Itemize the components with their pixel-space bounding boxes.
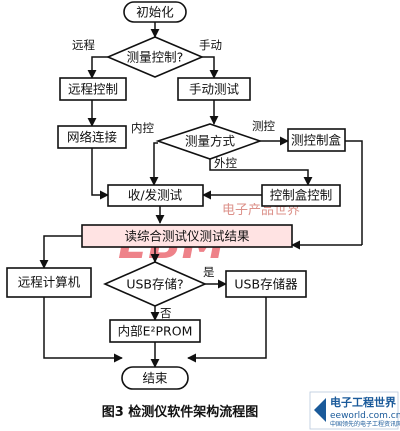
node-box-control-label: 控制盒控制: [270, 188, 333, 203]
edge-measure-to-remote: [87, 56, 108, 79]
node-init-label: 初始化: [136, 5, 174, 20]
node-internal-eprom: 内部E²PROM: [109, 319, 201, 343]
edge-read-to-remote-computer: [39, 235, 82, 269]
node-remote-control-label: 远程控制: [68, 82, 118, 97]
node-read-results-label: 读综合测试仪测试结果: [124, 229, 250, 244]
edge-network-to-test: [91, 148, 109, 200]
edge-mode-inner-to-test: [149, 142, 159, 186]
node-usb-storage-question-label: USB存储?: [126, 277, 183, 292]
site-logo: 电子工程世界 eeworld.com.cn 中国领先的电子工程资讯网站: [309, 391, 400, 430]
edge-label-measure-control: 测控: [252, 119, 275, 133]
figure-caption: 图3 检测仪软件架构流程图: [102, 404, 259, 420]
node-remote-control: 远程控制: [59, 77, 127, 101]
node-measure-control: 测量控制?: [105, 36, 205, 78]
logo-tagline: 中国领先的电子工程资讯网站: [330, 420, 400, 428]
node-control-box-label: 测控制盒: [291, 133, 342, 148]
edge-label-yes: 是: [203, 265, 215, 279]
edge-remote-computer-to-end: [43, 297, 123, 363]
node-measure-mode: 测量方式: [155, 123, 263, 160]
logo-title: 电子工程世界: [330, 395, 396, 409]
edge-label-remote: 远程: [72, 38, 95, 52]
node-send-recv-test-label: 收/发测试: [128, 188, 183, 203]
edge-mode-outer-to-box-control: [209, 159, 313, 186]
edge-label-inner-control: 内控: [131, 121, 154, 135]
node-end-label: 结束: [142, 371, 168, 386]
node-network-connect: 网络连接: [57, 125, 127, 149]
node-usb-storage-question: USB存储?: [103, 261, 207, 307]
node-send-recv-test: 收/发测试: [107, 184, 204, 207]
node-usb-storage-label: USB存储器: [234, 277, 298, 292]
node-remote-computer-label: 远程计算机: [18, 275, 81, 290]
node-internal-eprom-label: 内部E²PROM: [118, 324, 193, 339]
node-init: 初始化: [123, 1, 187, 23]
node-measure-mode-label: 测量方式: [185, 134, 236, 149]
node-network-connect-label: 网络连接: [67, 130, 118, 145]
node-manual-test-label: 手动测试: [189, 82, 240, 97]
edge-label-no: 否: [160, 306, 172, 320]
node-measure-control-label: 测量控制?: [127, 50, 184, 65]
node-read-results: 读综合测试仪测试结果: [81, 224, 293, 248]
edge-label-outer-control: 外控: [214, 156, 237, 170]
node-end: 结束: [121, 366, 189, 390]
logo-mark-icon: [314, 398, 326, 422]
node-box-control: 控制盒控制: [261, 184, 341, 207]
edge-measure-to-manual: [202, 56, 219, 79]
node-manual-test: 手动测试: [177, 77, 251, 101]
node-control-box: 测控制盒: [287, 128, 346, 152]
edge-control-box-bus: [345, 140, 363, 245]
node-usb-storage: USB存储器: [225, 270, 307, 298]
logo-url: eeworld.com.cn: [330, 411, 400, 421]
node-remote-computer: 远程计算机: [6, 267, 92, 298]
edge-usb-storage-to-end: [187, 297, 267, 363]
edge-label-manual: 手动: [199, 38, 222, 52]
